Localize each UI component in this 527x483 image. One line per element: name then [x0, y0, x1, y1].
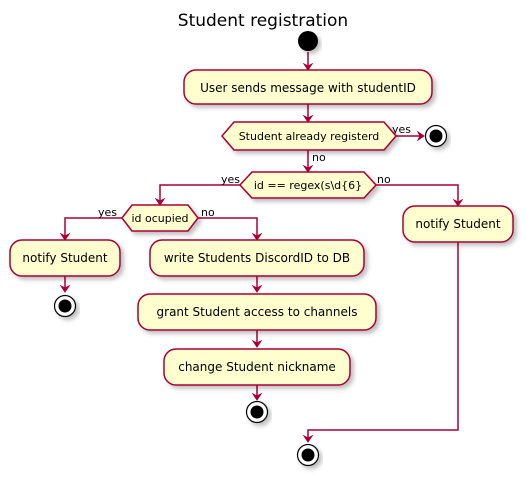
activity-write-discord-id: [149, 239, 365, 277]
edge-notify-right-to-final-stop: [307, 242, 459, 438]
arrowhead: [452, 198, 464, 207]
edge-occupied-no-to-write-discord: [198, 217, 258, 236]
arrowhead: [59, 284, 71, 293]
activity-write-discord-id-label: write Students DiscordID to DB: [164, 251, 350, 265]
activity-grant-access: [137, 293, 377, 331]
decision-id-occupied: [121, 204, 199, 232]
edge-label-occupied-no: no: [201, 206, 215, 219]
arrowhead: [251, 339, 263, 348]
activity-notify-student-left-label: notify Student: [22, 251, 107, 265]
decision-id-occupied-label: id ocupied: [131, 212, 188, 225]
diagram-title: Student registration: [178, 11, 348, 31]
arrowhead: [59, 232, 71, 241]
activity-change-nickname: [163, 348, 351, 386]
edge-label-occupied-yes: yes: [98, 206, 117, 219]
edge-label-regex-no: no: [377, 173, 391, 186]
edge-label-registered-no: no: [312, 151, 326, 164]
arrowhead: [251, 392, 263, 401]
arrowhead: [302, 114, 314, 123]
decision-already-registered: [221, 121, 397, 151]
arrowhead: [302, 62, 314, 71]
activity-change-nickname-label: change Student nickname: [178, 360, 336, 374]
arrowhead: [416, 130, 425, 142]
arrowhead: [251, 232, 263, 241]
edge-regex-no-to-notify-right: [376, 184, 459, 202]
stop-node-middle-inner: [250, 405, 264, 419]
arrowhead: [302, 164, 314, 173]
edge-occupied-yes-to-notify-left: [64, 217, 122, 236]
arrowhead: [251, 284, 263, 293]
edge-label-regex-yes: yes: [221, 173, 240, 186]
decision-id-regex: [238, 171, 378, 199]
stop-node-registered-inner: [429, 129, 443, 143]
stop-node-final-inner: [301, 448, 315, 462]
arrowhead: [302, 434, 314, 443]
activity-notify-student-right: [402, 205, 514, 243]
edge-regex-yes-to-occupied-check: [159, 184, 240, 201]
edge-label-registered-yes: yes: [392, 123, 411, 136]
stop-node-left-inner: [58, 299, 72, 313]
activity-user-sends-message-label: User sends message with studentID: [200, 81, 416, 95]
arrowhead: [154, 197, 166, 206]
activity-notify-student-left: [9, 239, 121, 277]
activity-notify-student-right-label: notify Student: [415, 217, 500, 231]
decision-already-registered-label: Student already registerd: [239, 130, 380, 143]
decision-id-regex-label: id == regex(s\d{6}: [254, 179, 362, 192]
activity-grant-access-label: grant Student access to channels: [157, 305, 358, 319]
activity-user-sends-message: [183, 69, 433, 105]
start-node: [298, 31, 318, 51]
edges: [59, 52, 464, 443]
